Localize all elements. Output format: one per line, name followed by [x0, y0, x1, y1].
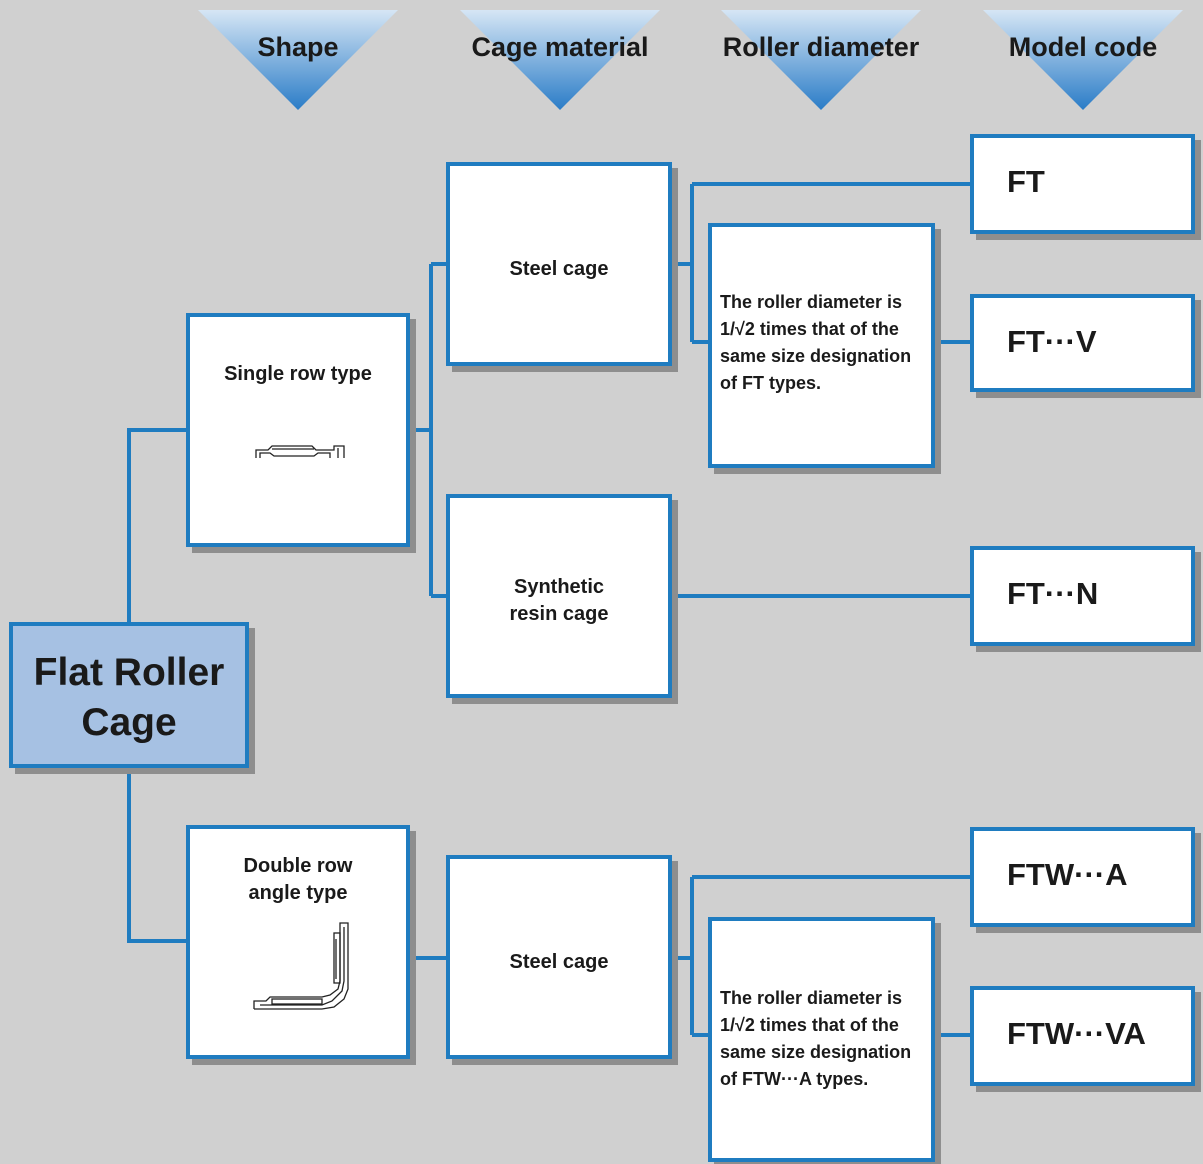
single-row-profile-icon — [255, 445, 345, 458]
header-triangle-icon — [721, 10, 921, 110]
root-line1: Flat Roller — [33, 651, 225, 694]
note-ft-roller-diameter: The roller diameter is 1/√2 times that o… — [708, 223, 935, 468]
cage-resin-line1: Synthetic — [513, 576, 605, 598]
shape-double-line1: Double row — [243, 855, 353, 877]
header-triangle-icon — [198, 10, 398, 110]
shape-single-label: Single row type — [224, 363, 372, 385]
cage-steel-single-label: Steel cage — [509, 258, 609, 280]
header-triangle-icon — [460, 10, 660, 110]
shape-double-row-angle: Double row angle type — [186, 825, 410, 1059]
model-ft-n-label: FT···N — [1007, 576, 1099, 611]
cage-synthetic-resin: Synthetic resin cage — [446, 494, 672, 698]
shape-double-line2: angle type — [248, 882, 348, 904]
header-roller-diameter: Roller diameter — [721, 10, 921, 110]
cage-resin-line2: resin cage — [509, 603, 609, 625]
shape-single-row: Single row type — [186, 313, 410, 547]
note-ft-fraction: 1/√ — [720, 319, 745, 339]
cage-steel-single: Steel cage — [446, 162, 672, 366]
model-ftw-a-label: FTW···A — [1007, 857, 1128, 892]
model-ft-v: FT···V — [970, 294, 1195, 392]
note-ftw-line2-suffix: times that of the — [754, 1015, 899, 1035]
root-flat-roller-cage: Flat Roller Cage — [9, 622, 249, 768]
model-ftw-a: FTW···A — [970, 827, 1195, 927]
header-model-code-label: Model code — [1008, 32, 1158, 62]
connector-root-single — [127, 428, 188, 622]
model-ftw-va-label: FTW···VA — [1007, 1016, 1146, 1051]
note-ftw-fraction: 1/√ — [720, 1015, 745, 1035]
header-cage-material-label: Cage material — [471, 32, 649, 62]
note-ft-line2-suffix: times that of the — [754, 319, 899, 339]
model-ft-label: FT — [1007, 164, 1045, 199]
note-ftw-line3: same size designation — [720, 1042, 912, 1062]
note-ft-line3: same size designation — [720, 346, 912, 366]
model-ftw-va: FTW···VA — [970, 986, 1195, 1086]
double-row-angle-profile-icon — [253, 922, 349, 1010]
header-shape-label: Shape — [257, 32, 339, 62]
note-ftw-line2: 1/√2 times that of the — [720, 1012, 927, 1039]
model-ft: FT — [970, 134, 1195, 234]
note-ft-radicand: 2 — [744, 319, 755, 339]
connector-root-double — [127, 768, 188, 943]
note-ftw-roller-diameter: The roller diameter is 1/√2 times that o… — [708, 917, 935, 1162]
note-ftw-line1: The roller diameter is — [720, 988, 903, 1008]
note-ft-line1: The roller diameter is — [720, 292, 903, 312]
header-roller-diameter-label: Roller diameter — [722, 32, 920, 62]
header-cage-material: Cage material — [460, 10, 660, 110]
cage-steel-double-label: Steel cage — [509, 951, 609, 973]
note-ft-line4: of FT types. — [720, 373, 822, 393]
note-ft-line2: 1/√2 times that of the — [720, 316, 927, 343]
root-line2: Cage — [81, 701, 177, 744]
note-ftw-radicand: 2 — [744, 1015, 755, 1035]
cage-steel-double: Steel cage — [446, 855, 672, 1059]
header-shape: Shape — [198, 10, 398, 110]
note-ftw-line4: of FTW···A types. — [720, 1069, 869, 1089]
model-ft-v-label: FT···V — [1007, 324, 1097, 359]
header-triangle-icon — [983, 10, 1183, 110]
model-ft-n: FT···N — [970, 546, 1195, 646]
header-model-code: Model code — [983, 10, 1183, 110]
